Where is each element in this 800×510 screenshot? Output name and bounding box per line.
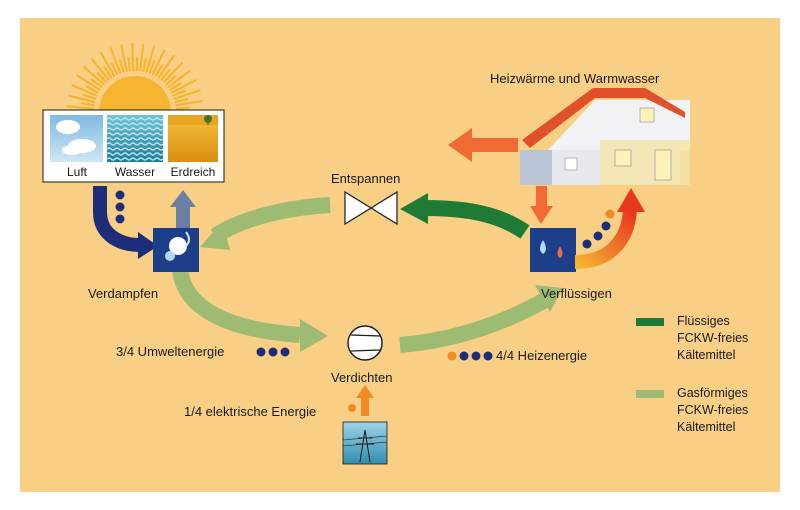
evaporator-icon (153, 228, 199, 272)
liquid-refrigerant-arrow (400, 193, 530, 239)
environment-energy-label: 3/4 Umweltenergie (116, 344, 225, 359)
soil-icon (168, 115, 218, 162)
source-label-water: Wasser (114, 165, 156, 179)
gas-refrigerant-arrow-up-right (399, 285, 563, 353)
water-waves-icon (106, 115, 164, 162)
condenser-icon (530, 228, 576, 272)
legend-liquid-line-2: FCKW-freies (677, 331, 749, 345)
gas-refrigerant-arrow-left (200, 197, 331, 250)
electric-energy-arrow (348, 385, 374, 416)
source-label-soil: Erdreich (170, 165, 216, 179)
heat-energy-dots (447, 351, 493, 361)
legend-gas-swatch (636, 390, 664, 398)
evaporate-label: Verdampfen (88, 286, 159, 301)
cold-output-arrow (170, 190, 196, 235)
legend-gas-label: Gasförmiges FCKW-freies Kältemittel (677, 385, 748, 436)
legend-gas-line-3: Kältemittel (677, 420, 736, 434)
power-pylon-icon (342, 421, 388, 465)
legend-gas-line-2: FCKW-freies (677, 403, 749, 417)
expand-label: Entspannen (331, 171, 401, 186)
gas-refrigerant-arrow-right (172, 268, 328, 352)
legend-liquid-line-3: Kältemittel (677, 348, 736, 362)
legend-liquid-line-1: Flüssiges (677, 314, 730, 328)
compress-label: Verdichten (331, 370, 393, 385)
house-icon (520, 88, 690, 185)
heat-down-arrow (530, 186, 553, 224)
condense-label: Verflüssigen (541, 286, 612, 301)
heat-energy-label: 4/4 Heizenergie (496, 348, 588, 363)
legend-gas-line-1: Gasförmiges (677, 386, 748, 400)
heat-title: Heizwärme und Warmwasser (490, 71, 660, 86)
legend-liquid-label: Flüssiges FCKW-freies Kältemittel (677, 313, 748, 364)
cloud-icon (50, 115, 103, 162)
source-label-air: Luft (66, 165, 87, 179)
heat-output-arrow (574, 188, 645, 269)
environment-energy-dots (256, 347, 290, 357)
electric-energy-label: 1/4 elektrische Energie (184, 404, 317, 419)
heat-left-arrow (448, 128, 518, 162)
compressor-icon (347, 325, 383, 361)
expansion-valve-icon (344, 190, 398, 226)
legend-liquid-swatch (636, 318, 664, 326)
environment-input-arrow (93, 186, 158, 259)
